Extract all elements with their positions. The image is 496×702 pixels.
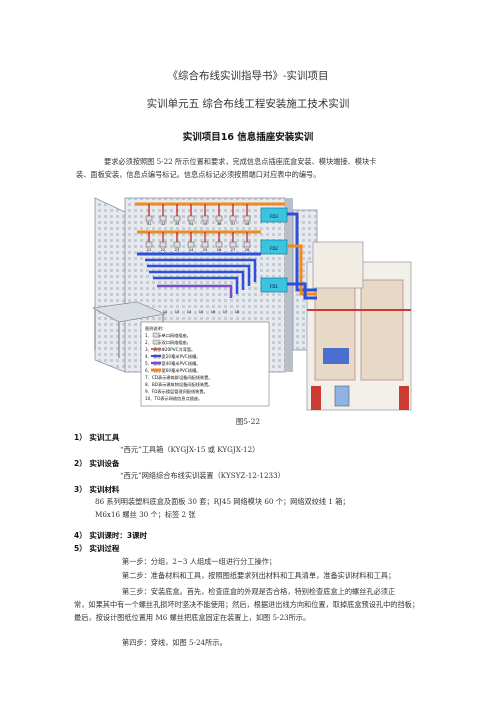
svg-text:9、FD表示楼层管理间配线装置。: 9、FD表示楼层管理间配线装置。 [145,388,208,395]
svg-text:17: 17 [223,309,228,314]
svg-text:22: 22 [161,247,166,252]
step-1: 第一步：分组，2~3 人组成一组进行分工操作； [122,557,277,566]
step-3: 第三步：安装底盒。首先，检查底盒的外观是否合格，特别检查底盒上的螺丝孔必须正 [122,587,396,596]
section-hours: 4） 实训课时：3课时 [74,531,148,540]
blue-row-5 [153,276,239,294]
svg-text:37: 37 [231,221,236,226]
upper-cabinet [312,241,364,289]
svg-text:3、 表示Φ20PVC冷弯管。: 3、 表示Φ20PVC冷弯管。 [145,346,195,353]
unit-title: 实训单元五 综合布线工程安装施工技术实训 [146,98,350,110]
svg-text:27: 27 [231,247,236,252]
step-2: 第二步：准备材料和工具，按照图纸要求列出材料和工具清单，准备实训材料和工具； [122,571,396,580]
svg-text:14: 14 [187,309,192,314]
legend-box [140,321,270,407]
svg-text:5、 表示宽40毫米PVC线槽。: 5、 表示宽40毫米PVC线槽。 [145,360,200,367]
blue-row-2 [145,258,257,282]
svg-text:7、CD表示建筑群设备间配线装置。: 7、CD表示建筑群设备间配线装置。 [145,374,212,381]
intro-paragraph: 要求必须按照图 5-22 所示位置和要求，完成信息点插座底盒安装、模块端接、模块… [76,155,420,181]
project-heading: 实训项目16 信息插座安装实训 [182,132,314,143]
section-process: 5） 实训过程 [74,544,120,553]
materials-line-1: 86 系列明装塑料底盒及面板 30 套；RJ45 网络模块 60 个；网络双绞线… [95,497,350,506]
svg-text:36: 36 [217,221,222,226]
svg-text:15: 15 [199,309,204,314]
svg-text:图例说明：: 图例说明： [145,325,166,332]
svg-text:35: 35 [203,221,208,226]
intro-line-1: 要求必须按照图 5-22 所示位置和要求，完成信息点插座底盒安装、模块端接、模块… [104,157,377,166]
cabinet-right [360,279,404,381]
cabinet-leg-left [311,386,321,410]
trunk-to-cabinet-1 [287,212,317,292]
tools-text: “西元”工具箱（KYGJX-15 或 KYGJX-12） [120,445,260,454]
outlet-boxes [145,215,251,248]
fd2-label: FD2 [270,246,278,251]
doc-title: 《综合布线实训指导书》-实训项目 [167,70,329,82]
svg-text:1、 表示单口网络插座。: 1、 表示单口网络插座。 [145,332,191,339]
figure-caption: 图5-22 [235,417,261,426]
svg-text:25: 25 [203,247,208,252]
svg-text:6、 表示宽60毫米PVC线槽。: 6、 表示宽60毫米PVC线槽。 [145,367,200,374]
svg-text:26: 26 [217,247,222,252]
left-wall-panel [94,197,126,373]
svg-text:8、BD表示建筑物设备间配线装置。: 8、BD表示建筑物设备间配线装置。 [145,381,212,388]
step-3-paragraph: 第三步：安装底盒。首先，检查底盒的外观是否合格，特别检查底盒上的螺丝孔必须正 常… [74,585,424,624]
svg-text:28: 28 [245,247,250,252]
section-tools: 1） 实训工具 [74,433,120,442]
intro-line-2: 装、面板安装，信息点编号标记。信息点标记必须按照端口对应表中的编号。 [76,170,321,179]
legend-single-outlet [152,332,160,338]
svg-text:31: 31 [147,221,152,226]
step-4: 第四步：穿线，如图 5-24所示。 [122,638,227,647]
cabinet-left [314,279,356,381]
svg-text:13: 13 [175,309,180,314]
trunk-to-cabinet-3 [287,282,317,300]
legend-text: 图例说明： 1、 表示单口网络插座。 2、 表示双口网络插座。 3、 表示Φ20… [145,325,212,402]
svg-text:18: 18 [235,309,240,314]
svg-text:38: 38 [245,221,250,226]
trunk-to-cabinet-2 [287,244,317,296]
legend-double-outlet [152,339,160,345]
installation-diagram: FD3 FD2 FD1 31 32 33 34 35 36 [92,197,412,411]
equipment-text: “西元”网络综合布线实训装置（KYSYZ-12-1233） [120,471,285,480]
svg-text:12: 12 [163,309,168,314]
fd3-label: FD3 [270,214,278,219]
blue-row-4 [149,270,245,290]
fd1-label: FD1 [270,284,278,289]
blue-row-3 [147,264,251,286]
section-materials: 3） 实训材料 [74,485,120,494]
design-box [334,385,350,407]
svg-text:10、TO表示网络信息点插座。: 10、TO表示网络信息点插座。 [145,395,202,402]
cabinet-blue-box [323,348,349,364]
svg-text:23: 23 [175,247,180,252]
svg-text:4、 表示宽20毫米PVC线槽。: 4、 表示宽20毫米PVC线槽。 [145,353,200,360]
svg-text:32: 32 [161,221,166,226]
work-table [92,301,167,323]
section-equipment: 2） 实训设备 [74,459,120,468]
step-3-tail: 常，如果其中有一个螺丝孔损坏时坚决不能使用；然后，根据进出线方向和位置，取掉底盒… [74,600,420,622]
svg-text:16: 16 [211,309,216,314]
svg-text:33: 33 [175,221,180,226]
cabinet-leg-right [399,386,409,410]
svg-text:2、 表示双口网络插座。: 2、 表示双口网络插座。 [145,339,191,346]
purple-row [157,284,233,298]
svg-text:21: 21 [147,247,152,252]
svg-text:34: 34 [189,221,194,226]
materials-line-2: M6x16 螺丝 30 个；标签 2 张 [95,510,196,519]
svg-text:24: 24 [189,247,194,252]
